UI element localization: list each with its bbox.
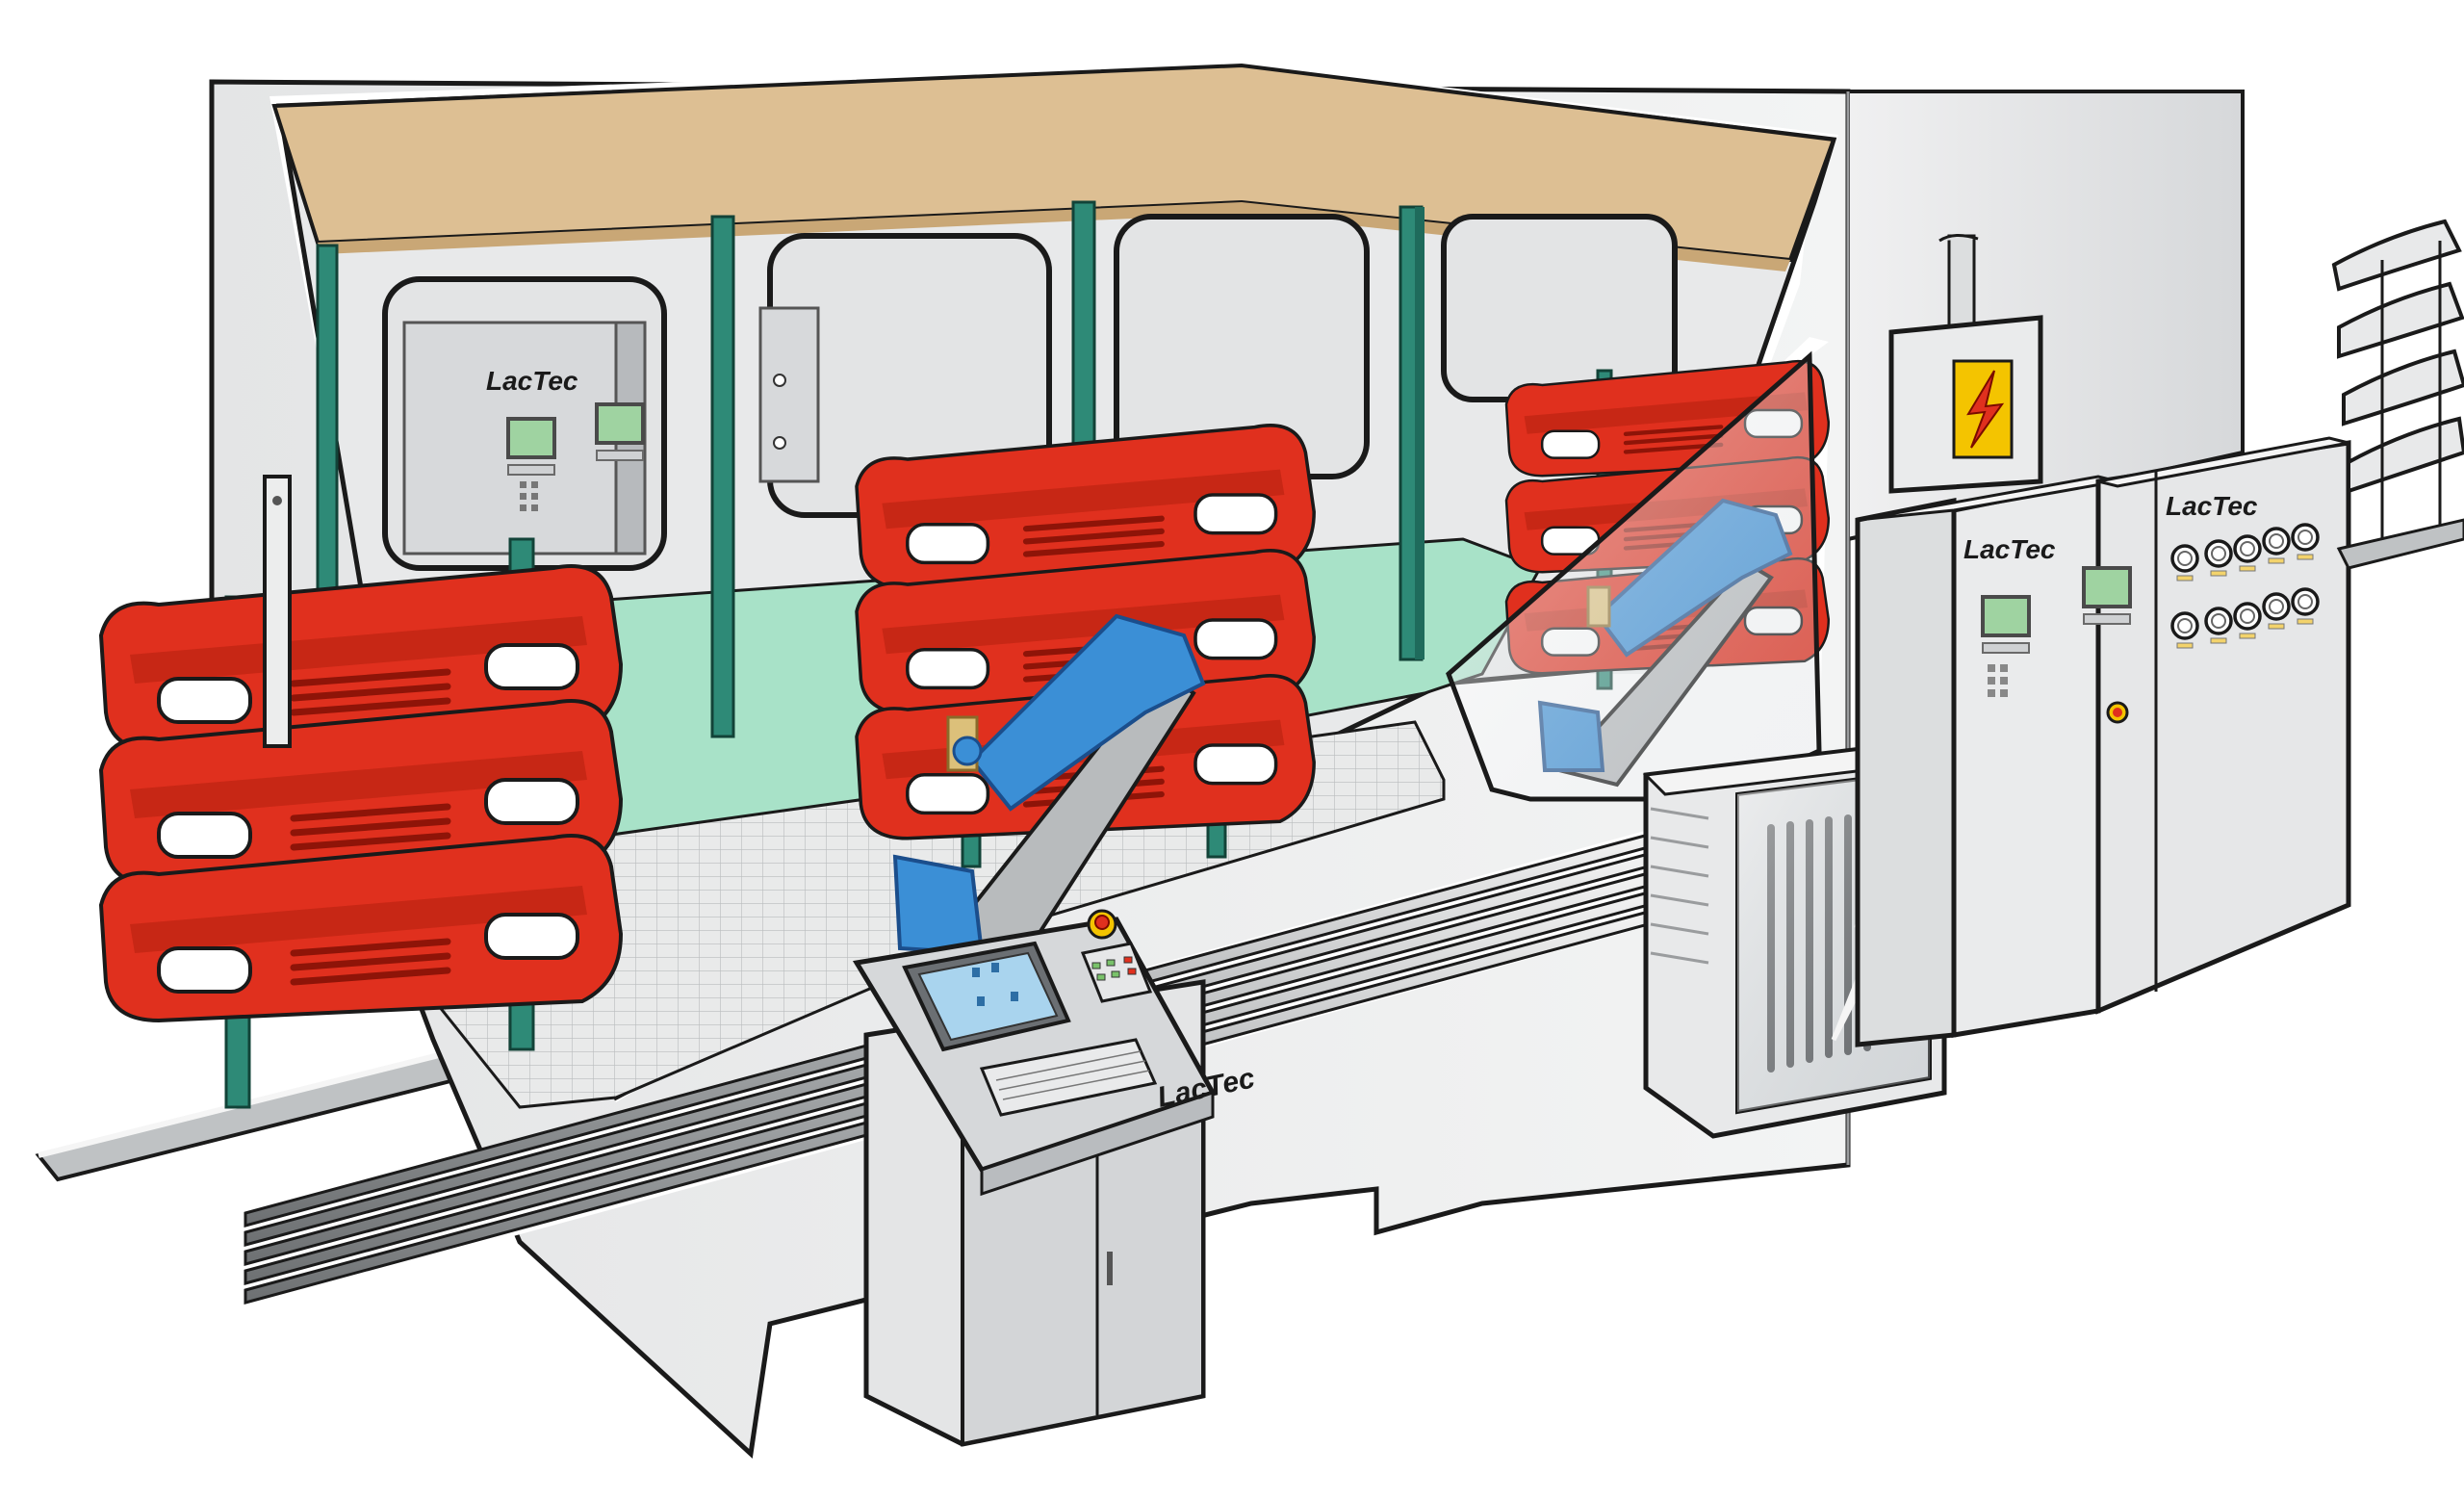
main-cabinet-logo-left: LacTec (1964, 534, 2056, 564)
cabinet-indicator-lamp (2106, 701, 2129, 724)
cabinet-hmi-screen (2082, 566, 2132, 626)
console-touchscreen (902, 941, 1071, 1052)
main-control-cabinet: LacTec LacTec (1855, 436, 2351, 1047)
exit-conveyor (2331, 219, 2464, 570)
cabinet-hmi-screen (1981, 595, 2031, 655)
console-keyboard[interactable] (979, 1038, 1158, 1117)
cabinet-keypad (1988, 664, 2008, 697)
painting-robot-front (892, 613, 1206, 966)
bumper-rack-front (101, 475, 621, 1109)
booth-window (1441, 214, 1678, 402)
high-voltage-box (1888, 234, 2043, 494)
main-cabinet-logo-right: LacTec (2166, 491, 2258, 521)
operator-console: LacTec (852, 909, 1258, 1447)
console-button-block (1080, 942, 1153, 1003)
background-cabinet-logo: LacTec (486, 366, 578, 396)
lightning-bolt-icon (1966, 370, 2005, 449)
emergency-stop-icon[interactable] (1087, 909, 1117, 940)
background-control-cabinet: LacTec (402, 321, 647, 556)
